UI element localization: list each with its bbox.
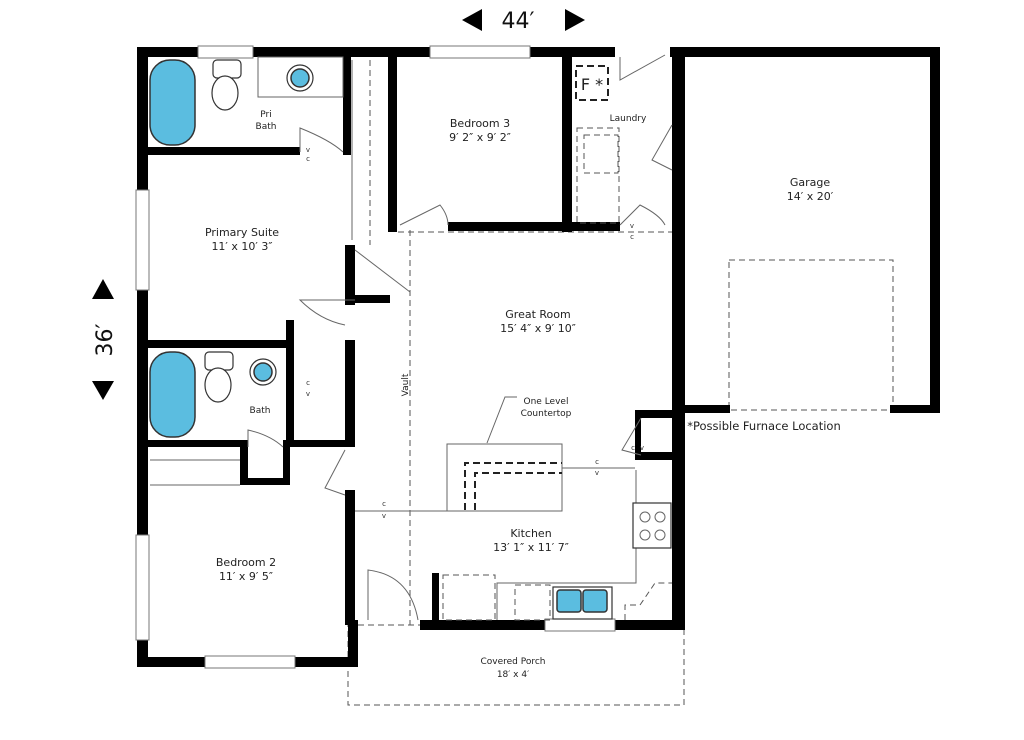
depth-dimension: 36′	[92, 279, 118, 400]
kitchen-name: Kitchen	[510, 527, 551, 540]
svg-text:c: c	[306, 155, 310, 163]
walls	[137, 47, 940, 667]
bath-fixtures	[149, 351, 277, 438]
svg-text:v: v	[595, 469, 599, 477]
kitchen-island	[446, 443, 563, 512]
garage-door-outline	[728, 259, 894, 411]
bedroom3-name: Bedroom 3	[450, 117, 510, 130]
furnace-box	[575, 65, 609, 101]
width-label: 44′	[502, 9, 535, 34]
svg-text:c: c	[630, 233, 634, 241]
svg-text:c: c	[382, 500, 386, 508]
windows	[135, 45, 616, 669]
toilet-icon	[212, 59, 242, 79]
arrow-right-icon	[565, 9, 585, 31]
porch-name: Covered Porch	[480, 657, 545, 667]
furnace-label: F *	[581, 75, 603, 94]
bathtub-icon	[149, 59, 196, 146]
pri-bath-label: Pri	[260, 110, 271, 120]
kitchen-fixtures	[355, 396, 672, 621]
countertop-note: Countertop	[521, 409, 572, 419]
garage-name: Garage	[790, 176, 831, 189]
svg-text:v: v	[382, 512, 386, 520]
laundry-label: Laundry	[610, 114, 647, 124]
washer-dryer	[576, 127, 620, 224]
arrow-up-icon	[92, 279, 114, 299]
countertop-pointer	[486, 396, 517, 444]
furnace-note: *Possible Furnace Location	[687, 419, 841, 433]
kitchen-size: 13′ 1″ x 11′ 7″	[493, 541, 569, 554]
pri-bath-fixtures	[149, 56, 344, 146]
garage-size: 14′ x 20′	[787, 190, 834, 203]
arrow-down-icon	[92, 381, 114, 400]
toilet-icon	[204, 351, 234, 371]
svg-text:c: c	[306, 379, 310, 387]
primary-suite-size: 11′ x 10′ 3″	[211, 240, 272, 253]
doors	[247, 54, 673, 621]
bedroom2-size: 11′ x 9′ 5″	[219, 570, 273, 583]
svg-text:v: v	[640, 444, 644, 452]
bedroom2-name: Bedroom 2	[216, 556, 276, 569]
great-room-size: 15′ 4″ x 9′ 10″	[500, 322, 576, 335]
pri-bath-label: Bath	[256, 122, 277, 132]
svg-text:v: v	[306, 390, 310, 398]
svg-text:v: v	[306, 146, 310, 154]
primary-suite-name: Primary Suite	[205, 226, 279, 239]
bedroom3-size: 9′ 2″ x 9′ 2″	[449, 131, 511, 144]
arrow-left-icon	[462, 9, 482, 31]
bathtub-icon	[149, 351, 196, 438]
svg-text:c: c	[595, 458, 599, 466]
porch-size: 18′ x 4′	[497, 670, 529, 680]
svg-text:v: v	[630, 222, 634, 230]
bath-label: Bath	[250, 406, 271, 416]
countertop-note: One Level	[524, 397, 569, 407]
vault-label: Vault	[401, 373, 411, 396]
stove-icon	[632, 502, 672, 549]
width-dimension: 44′	[462, 9, 585, 34]
svg-text:c: c	[631, 444, 635, 452]
dishwasher	[442, 574, 496, 621]
great-room-name: Great Room	[505, 308, 570, 321]
depth-label: 36′	[93, 324, 118, 357]
laundry-fixtures: F *	[575, 65, 620, 224]
